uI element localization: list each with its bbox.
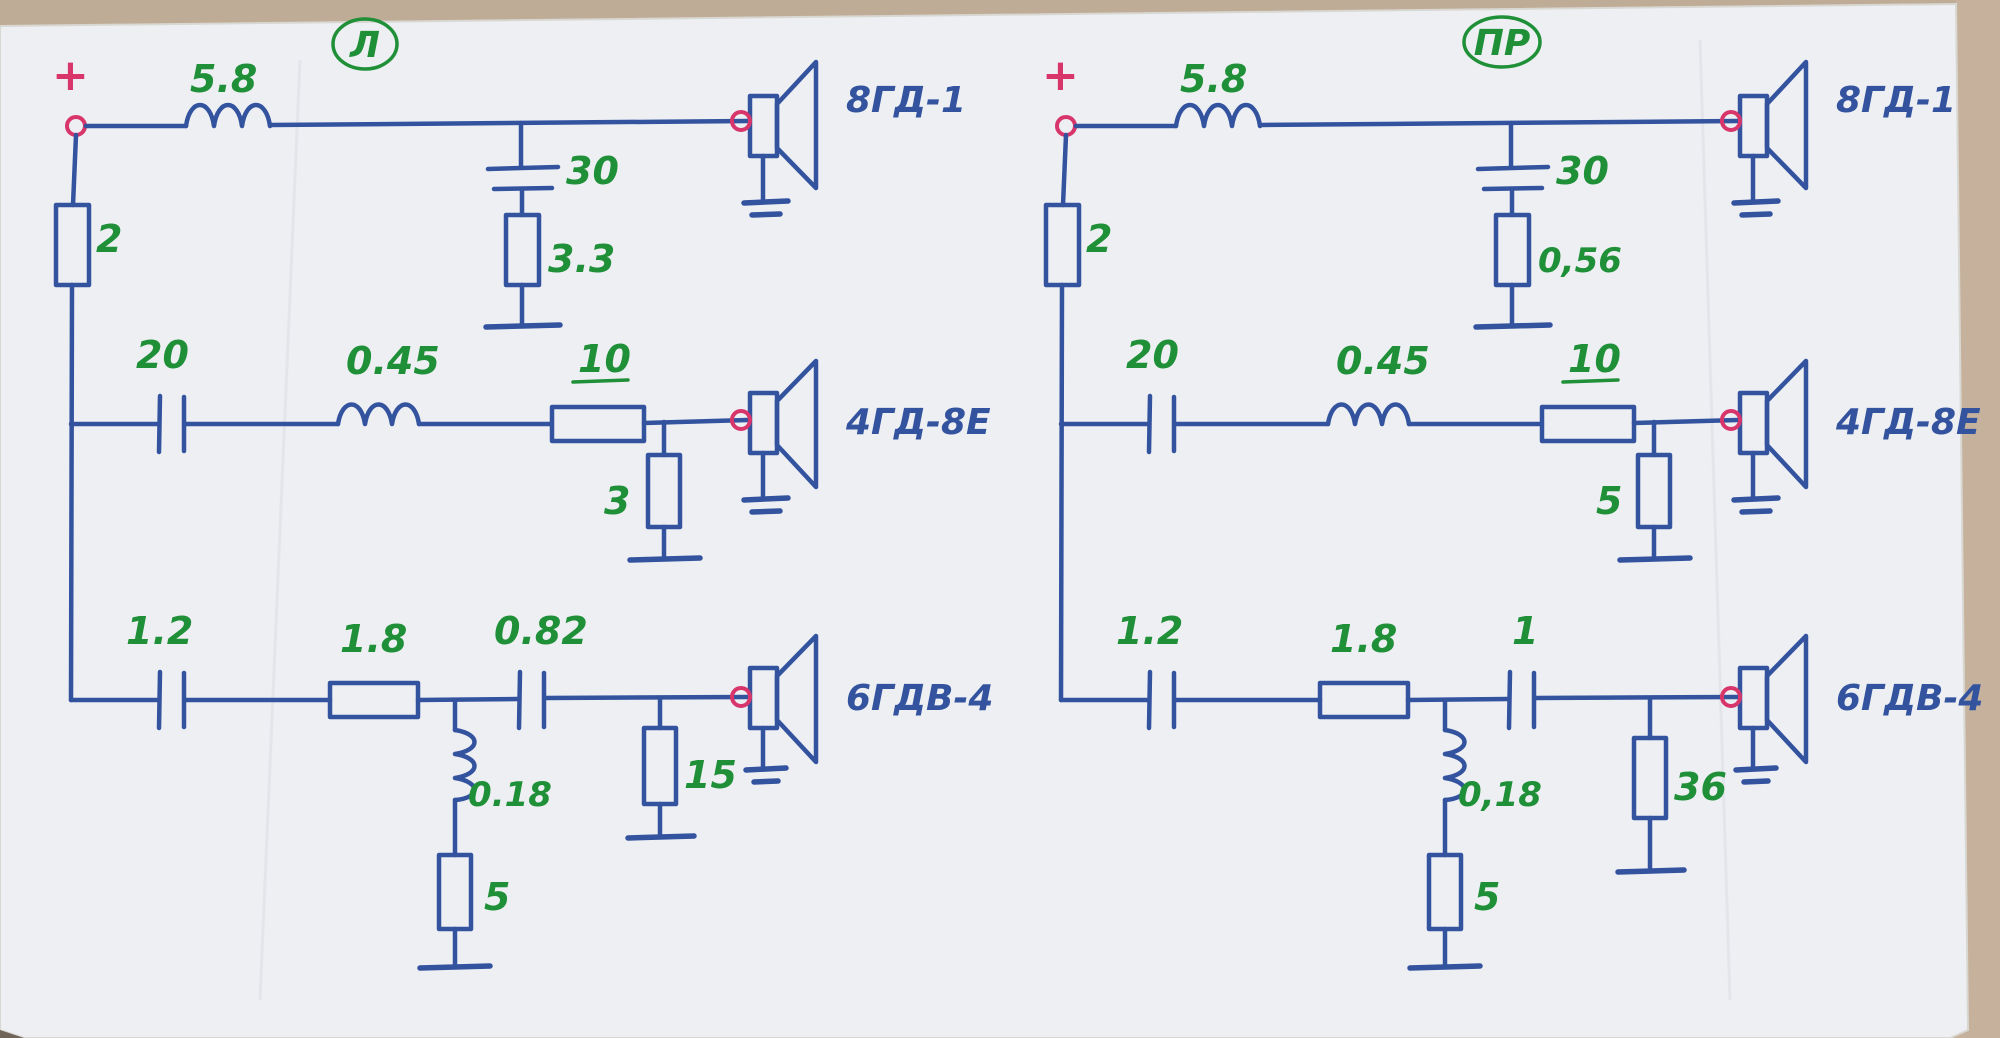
left-circuit: Л + 5.8 30 3.3 8ГД-1 2 xyxy=(52,17,993,971)
lf-capacitor2-value: 0.82 xyxy=(494,609,588,653)
hf-capacitor-icon xyxy=(1475,164,1551,192)
mf-shunt-resistor-value: 3 xyxy=(604,479,630,523)
lf-series-resistor-value: 1.8 xyxy=(1330,617,1397,661)
speaker-terminal-icon xyxy=(1720,686,1742,708)
mf-series-resistor-value: 10 xyxy=(1568,337,1621,381)
wire xyxy=(415,696,521,703)
mf-inductor-icon xyxy=(335,402,422,427)
hf-capacitor-value: 30 xyxy=(566,149,619,193)
wire xyxy=(1405,696,1511,703)
hf-resistor-value: 0,56 xyxy=(1538,241,1622,281)
tweeter-speaker-icon xyxy=(730,59,819,218)
lf-series-resistor-value: 1.8 xyxy=(340,617,407,661)
lf-capacitor2-value: 1 xyxy=(1512,609,1538,653)
midrange-label: 4ГД-8Е xyxy=(1835,402,1981,443)
tweeter-label: 8ГД-1 xyxy=(846,80,966,121)
speaker-terminal-icon xyxy=(730,110,752,132)
lf-shunt-resistor-value: 15 xyxy=(684,753,737,797)
woofer-label: 6ГДВ-4 xyxy=(1836,678,1983,719)
ground-icon xyxy=(1615,867,1687,875)
wire xyxy=(70,132,79,208)
wire xyxy=(1060,132,1069,208)
ground-icon xyxy=(741,198,791,218)
paper-corner-shadow xyxy=(0,1030,24,1038)
hf-resistor-value: 3.3 xyxy=(548,237,615,281)
lf-capacitor1-value: 1.2 xyxy=(1116,609,1183,653)
ground-icon xyxy=(1617,555,1693,563)
wire xyxy=(1532,694,1741,701)
ground-icon xyxy=(1731,198,1781,218)
input-resistor-value: 2 xyxy=(96,217,122,261)
speaker-terminal-icon xyxy=(1720,409,1742,431)
plus-terminal-label: + xyxy=(52,50,89,101)
hf-inductor-value: 5.8 xyxy=(1180,57,1247,101)
lf-shunt-inductor-icon xyxy=(452,727,477,803)
lf-shunt-resistor2-value: 5 xyxy=(1474,875,1500,919)
mf-inductor-icon xyxy=(1325,402,1412,427)
midrange-speaker-icon xyxy=(1720,358,1809,515)
hf-capacitor-value: 30 xyxy=(1556,149,1609,193)
ground-icon xyxy=(625,833,697,841)
hf-capacitor-icon xyxy=(485,164,561,192)
mf-capacitor-value: 20 xyxy=(1126,333,1179,377)
lf-shunt-resistor-value: 36 xyxy=(1674,765,1727,809)
ground-icon xyxy=(743,765,789,785)
hf-inductor-value: 5.8 xyxy=(190,57,257,101)
speaker-terminal-icon xyxy=(1720,110,1742,132)
ground-icon xyxy=(1731,495,1781,515)
hf-inductor-icon xyxy=(183,103,273,129)
mf-series-resistor-value: 10 xyxy=(578,337,631,381)
paper-wrinkle xyxy=(258,59,302,1001)
midrange-label: 4ГД-8Е xyxy=(845,402,991,443)
left-title: Л xyxy=(349,25,380,66)
tweeter-label: 8ГД-1 xyxy=(1836,80,1956,121)
ground-icon xyxy=(417,963,493,971)
lf-shunt-resistor2-value: 5 xyxy=(484,875,510,919)
wire xyxy=(1257,118,1741,128)
speaker-terminal-icon xyxy=(730,686,752,708)
wire xyxy=(68,282,75,703)
woofer-speaker-icon xyxy=(1720,633,1809,785)
lf-shunt-inductor-value: 0,18 xyxy=(1458,775,1542,815)
speaker-terminal-icon xyxy=(730,409,752,431)
input-resistor-value: 2 xyxy=(1086,217,1112,261)
wire xyxy=(542,694,751,701)
wire xyxy=(1058,282,1065,703)
lf-capacitor1-value: 1.2 xyxy=(126,609,193,653)
plus-terminal-label: + xyxy=(1042,50,1079,101)
wire xyxy=(267,118,751,128)
lf-shunt-inductor-icon xyxy=(1442,727,1467,803)
label-underline xyxy=(1561,378,1620,384)
mf-capacitor-value: 20 xyxy=(136,333,189,377)
lf-shunt-inductor-value: 0.18 xyxy=(468,775,552,815)
ground-icon xyxy=(627,555,703,563)
ground-icon xyxy=(1473,322,1553,330)
right-circuit: ПР + 5.8 30 0,56 8ГД-1 2 xyxy=(1042,15,1983,971)
mf-shunt-resistor-value: 5 xyxy=(1596,479,1622,523)
mf-inductor-value: 0.45 xyxy=(346,339,440,383)
label-underline xyxy=(571,378,630,384)
ground-icon xyxy=(483,322,563,330)
midrange-speaker-icon xyxy=(730,358,819,515)
ground-icon xyxy=(741,495,791,515)
woofer-label: 6ГДВ-4 xyxy=(846,678,993,719)
left-title-oval xyxy=(331,17,399,71)
ground-icon xyxy=(1407,963,1483,971)
right-title: ПР xyxy=(1474,23,1531,64)
hf-inductor-icon xyxy=(1173,103,1263,129)
paper-wrinkle xyxy=(1698,39,1732,1001)
mf-inductor-value: 0.45 xyxy=(1336,339,1430,383)
ground-icon xyxy=(1733,765,1779,785)
woofer-speaker-icon xyxy=(730,633,819,785)
right-title-oval xyxy=(1462,15,1542,69)
tweeter-speaker-icon xyxy=(1720,59,1809,218)
